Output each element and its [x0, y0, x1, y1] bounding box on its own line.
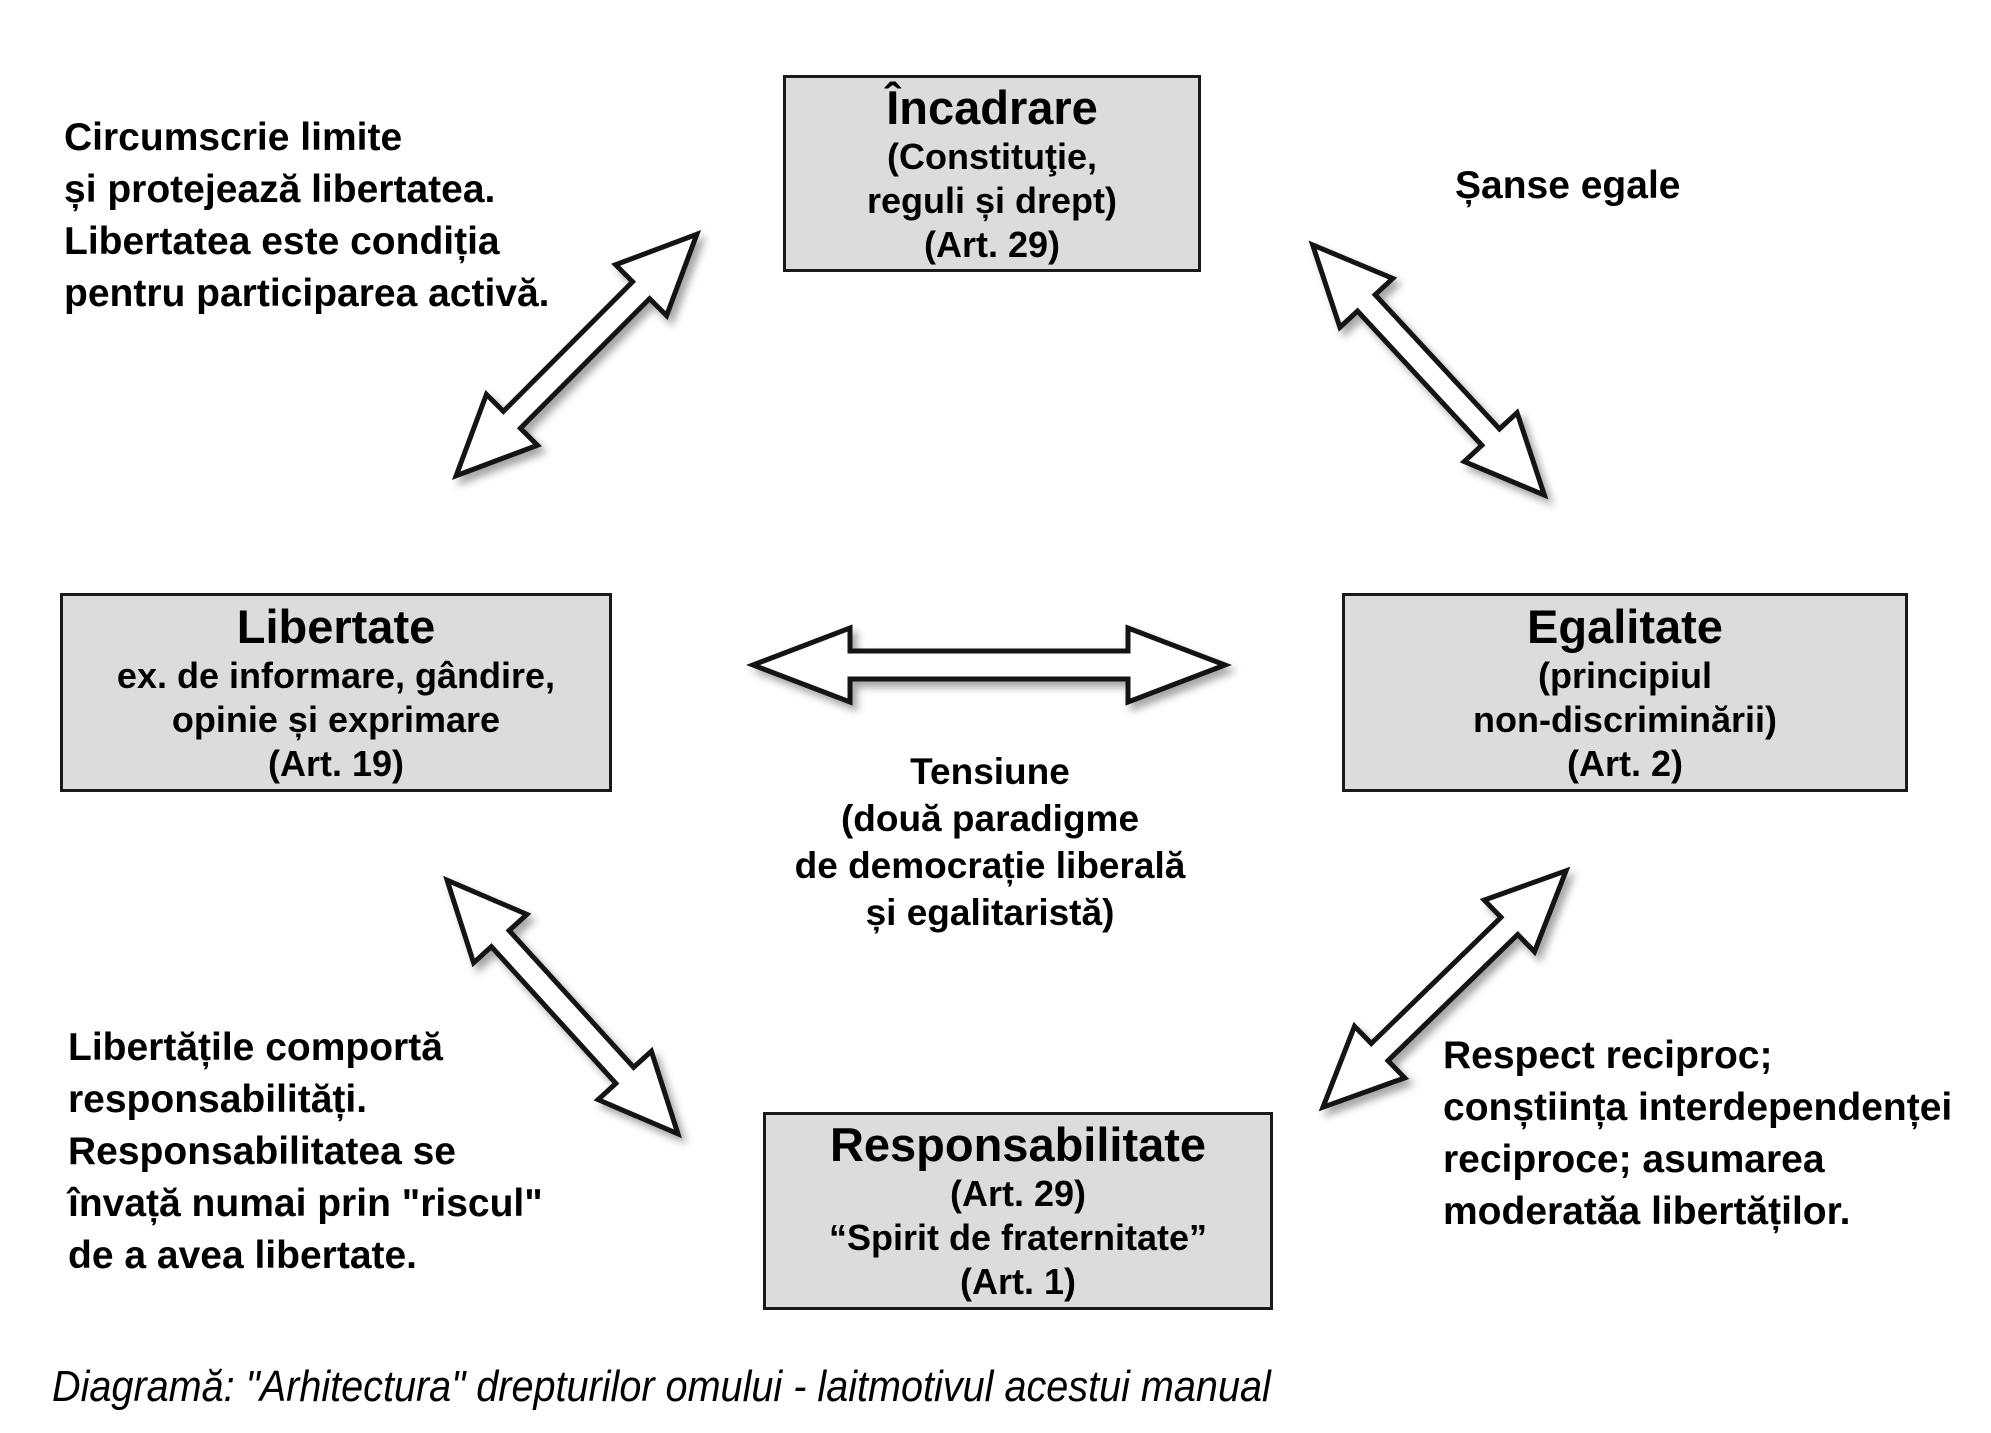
box-egalitate-subtitle: (principiul non-discriminării) (Art. 2) [1472, 654, 1778, 784]
box-incadrare-title: Încadrare [886, 80, 1098, 134]
note-bottom-right: Respect reciproc; conștiința interdepend… [1443, 1034, 1953, 1233]
note-top-left: Circumscrie limite și protejează liberta… [64, 116, 550, 315]
box-libertate-title: Libertate [236, 599, 436, 653]
box-egalitate-title: Egalitate [1527, 599, 1723, 653]
diagram-caption: Diagramă: "Arhitectura" drepturilor omul… [52, 1362, 1271, 1411]
box-libertate-subtitle: ex. de informare, gândire, opinie și exp… [116, 654, 556, 784]
box-incadrare-subtitle: (Constituţie, reguli și drept) (Art. 29) [866, 135, 1118, 265]
arrow-incadrare-libertate [403, 229, 750, 481]
box-responsabilitate: Responsabilitate (Art. 29) “Spirit de fr… [763, 1112, 1273, 1310]
box-incadrare: Încadrare (Constituţie, reguli și drept)… [783, 75, 1201, 272]
note-tensiune: Tensiune (două paradigme de democrație l… [794, 751, 1186, 933]
arrow-libertate-egalitate [745, 620, 1233, 710]
box-libertate: Libertate ex. de informare, gândire, opi… [60, 593, 612, 792]
note-sanse-egale: Șanse egale [1455, 164, 1681, 207]
box-egalitate: Egalitate (principiul non-discriminării)… [1342, 593, 1908, 792]
box-responsabilitate-subtitle: (Art. 29) “Spirit de fraternitate” (Art.… [828, 1173, 1208, 1302]
arrow-libertate-responsabilitate [388, 875, 737, 1139]
arrow-incadrare-egalitate [1255, 240, 1602, 500]
box-responsabilitate-title: Responsabilitate [829, 1118, 1207, 1171]
note-bottom-left: Libertățile comportă responsabilități. R… [68, 1026, 543, 1277]
arrow-responsabilitate-egalitate [1272, 866, 1617, 1112]
